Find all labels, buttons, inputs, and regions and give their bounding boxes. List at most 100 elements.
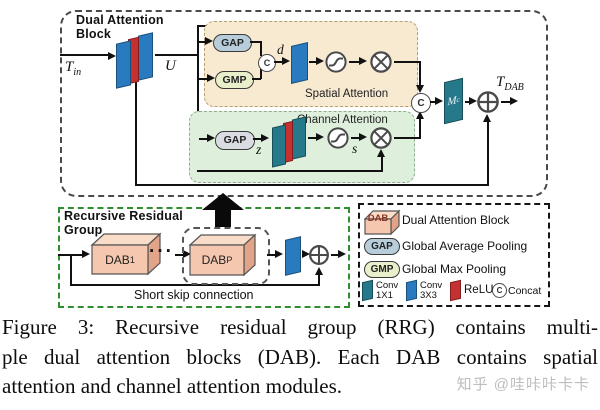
dab1-block [90,232,162,276]
legend-concat-label: Concat [508,285,542,297]
watermark: 知乎 @哇咔咔卡卡 [456,376,590,393]
arrowhead [469,96,477,105]
arrowhead [338,249,346,258]
arrowhead [359,132,367,141]
s-label: s [352,141,358,156]
arrowhead [483,114,491,122]
connector-line [419,119,422,139]
conv1x1-panel [292,116,306,160]
arrowhead [316,56,324,65]
d-label: d [277,42,284,57]
t-dab-label: TDAB [496,74,524,93]
legend-dab-desc: Dual Attention Block [402,213,510,227]
connector-line [308,137,318,140]
figure-caption: Figure 3: Recursive residual group (RRG)… [0,313,600,402]
legend-dab-icon [364,209,401,235]
dab-title-line1: Dual Attention [76,13,164,27]
connector-line [309,61,318,64]
legend-conv3x3-label: Conv 3X3 [420,280,443,301]
sigmoid-icon [323,49,349,75]
legend-conv1x1-label: Conv 1X1 [376,280,399,301]
connector-line [419,61,422,86]
connector-line [155,54,199,57]
connector-line [175,254,184,257]
dots-label: ··· [149,241,174,262]
legend-relu-icon [450,279,461,302]
connector-line [501,101,511,104]
connector-line [70,284,320,287]
z-label: z [256,142,262,157]
connector-line [199,78,207,81]
rrg-title-line1: Recursive Residual [64,209,183,223]
connector-line [486,122,489,186]
connector-line [199,41,207,44]
connector-line [253,138,261,141]
arrowhead [207,133,215,142]
legend-dab-label: DAB [367,212,389,224]
connector-line [252,77,261,80]
legend-conv3x3-icon [406,279,417,302]
connector-line [465,101,470,104]
arrowhead [207,73,215,82]
u-label: U [165,58,176,74]
arrowhead [316,132,324,141]
caption-line: attention and channel attention modules. [2,374,342,398]
connector-line [331,254,340,257]
arrowhead [359,56,367,65]
add-icon [475,89,501,115]
arrowhead [82,249,90,258]
legend-gmp-pill: GMP [364,261,400,278]
arrowhead [314,267,323,275]
dab-title-line2: Block [76,26,112,41]
conv1x1-panel [272,124,286,168]
arrowhead [282,56,290,65]
connector-line [199,138,207,141]
multiply-icon [368,125,394,151]
connector-line [430,101,436,104]
connector-line [259,40,262,56]
connector-line [349,61,361,64]
connector-line [394,61,421,64]
concat-icon: C [258,54,276,72]
connector-line [197,170,383,173]
arrowhead [510,96,518,105]
legend-gap-desc: Global Average Pooling [402,239,528,253]
arrowhead [261,133,269,142]
channel-gap-pill: GAP [215,130,255,150]
connector-line [135,55,138,186]
sigmoid-icon [325,125,351,151]
connector-line [351,137,361,140]
arrowhead [183,249,191,258]
arrowhead [275,249,283,258]
big-up-arrow [202,193,244,227]
dual-attention-block-box [60,10,548,197]
concat-main-icon: C [411,93,431,113]
connector-line [197,25,200,172]
connector-line [250,40,261,43]
rrg-title: Recursive Residual Group [64,209,183,237]
legend-gmp-desc: Global Max Pooling [402,262,507,276]
connector-line [394,137,421,140]
rrg-title-line2: Group [64,222,103,237]
dabp-block [188,233,257,277]
add-icon [307,243,331,267]
connector-line [274,61,283,64]
connector-line [135,184,488,187]
channel-attention-title: Channel Attention [297,114,388,126]
legend-gap-pill: GAP [364,238,400,255]
connector-line [380,157,383,171]
connector-line [259,69,262,79]
gap-pill: GAP [213,33,252,52]
arrowhead [415,85,424,93]
legend-relu-label: ReLU [464,284,494,296]
conv3x3-panel [138,32,153,81]
caption-line: ple dual attention blocks (DAB). Each DA… [2,344,598,369]
short-skip-label: Short skip connection [134,288,254,302]
arrowhead [108,51,116,60]
arrowhead [302,249,310,258]
multiply-icon [368,49,394,75]
